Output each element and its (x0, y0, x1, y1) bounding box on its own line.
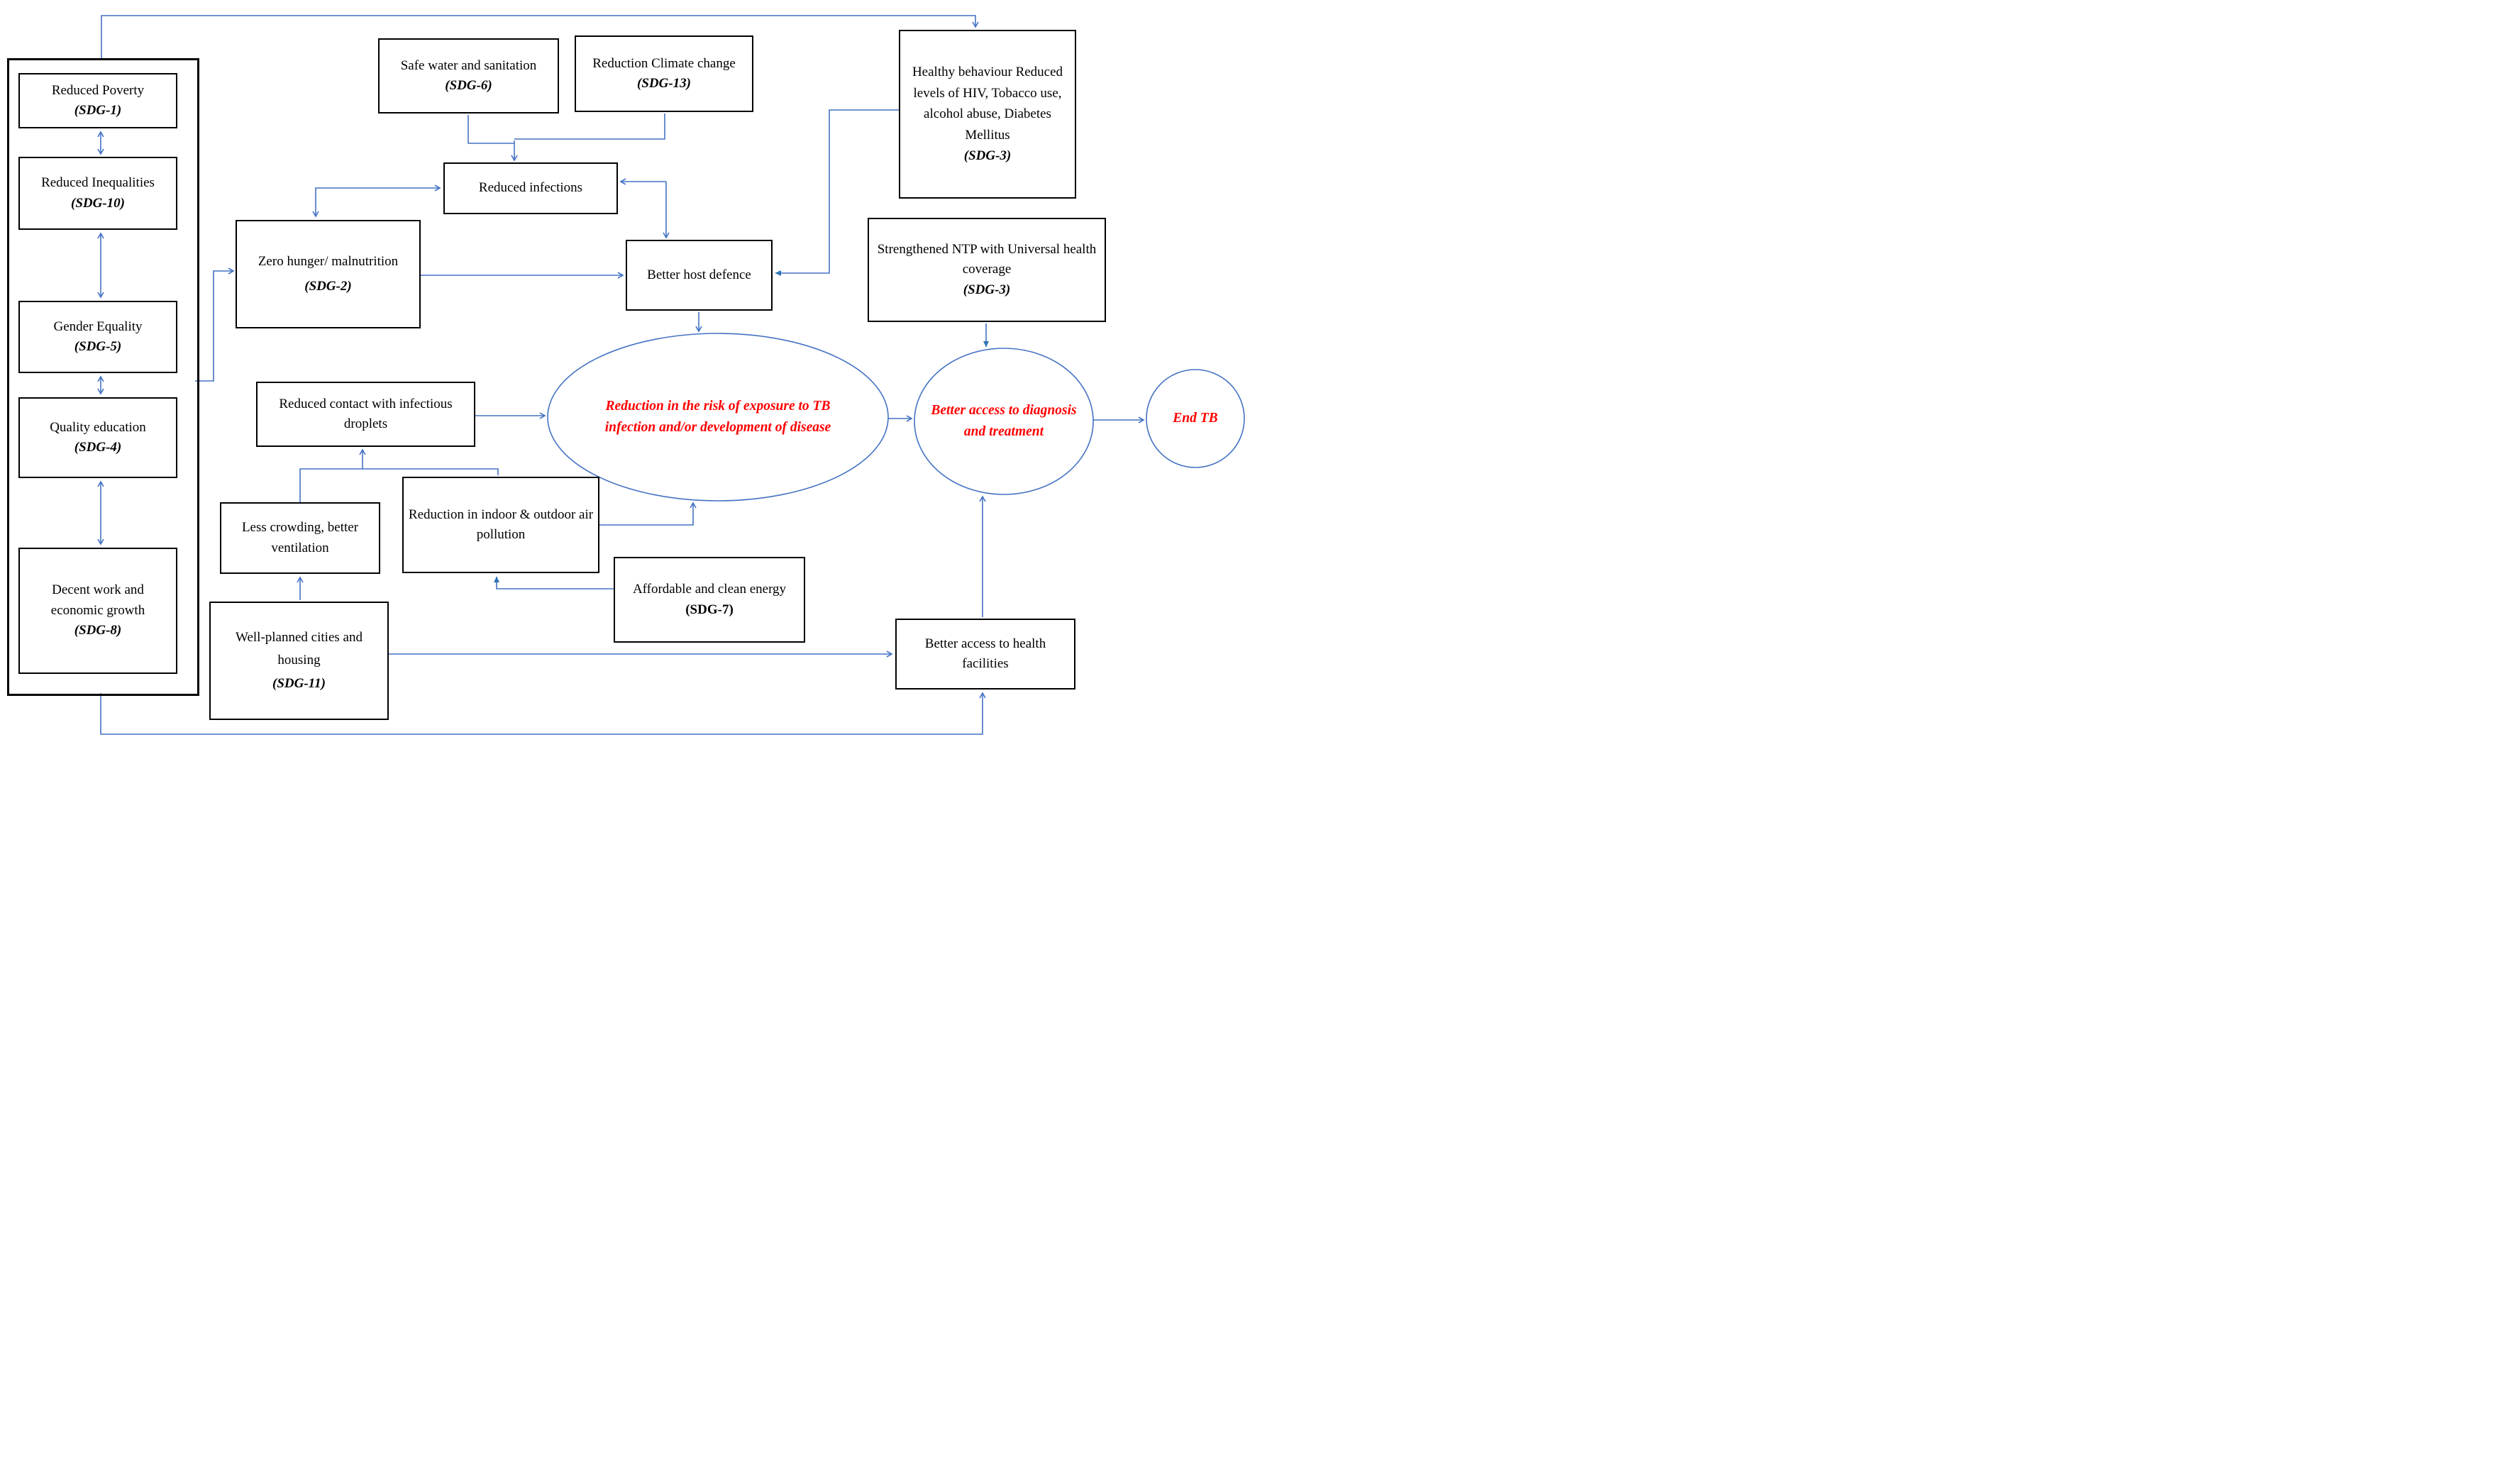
arrow-reductionair-to-risk (599, 503, 693, 526)
sdg-tag: (SDG-7) (685, 602, 734, 617)
left-sdg-group-container (7, 58, 199, 696)
line-lesscrowding-up (299, 468, 499, 502)
node-label: Affordable and clean energy (632, 582, 787, 597)
node-label: Reduction in indoor & outdoor air pollut… (408, 506, 594, 543)
sdg-tag: (SDG-3) (963, 282, 1011, 297)
node-label: Quality education (50, 419, 146, 435)
ellipse-risk-reduction-label: Reduction in the risk of exposure to TB … (583, 343, 853, 492)
node-label: Healthy behaviour Reduced levels of HIV,… (912, 65, 1063, 143)
sdg-tag: (SDG-2) (304, 278, 352, 294)
node-affordable-energy: Affordable and clean energy (SDG-7) (614, 557, 805, 643)
node-reduced-inequalities: Reduced Inequalities (SDG-10) (18, 157, 177, 230)
line-climate-merge (514, 113, 665, 140)
sdg-tag: (SDG-13) (637, 76, 691, 91)
connector-layer (0, 15, 1245, 735)
node-label: Reduction Climate change (592, 55, 736, 71)
node-label: Reduced Poverty (51, 82, 145, 98)
node-better-access-health-facilities: Better access to health facilities (895, 619, 1075, 690)
line-safewater-merge (468, 115, 514, 144)
node-label: Reduced infections (478, 180, 583, 196)
node-quality-education: Quality education (SDG-4) (18, 397, 177, 478)
node-label: Reduced Inequalities (41, 175, 155, 190)
node-label: End TB (1173, 410, 1218, 426)
node-decent-work: Decent work and economic growth (SDG-8) (18, 548, 177, 674)
node-gender-equality: Gender Equality (SDG-5) (18, 301, 177, 373)
node-label: Better host defence (647, 267, 751, 282)
risk-reduction-ellipse (547, 333, 889, 502)
arrow-leftcolumn-to-zerohunger (195, 271, 233, 382)
node-label: Well-planned cities and housing (236, 630, 363, 668)
ellipse-diagnosis-label: Better access to diagnosis and treatment (928, 368, 1080, 475)
arrow-zerohunger-reducedinfections (316, 188, 440, 216)
node-label: Zero hunger/ malnutrition (258, 254, 399, 270)
sdg-tag: (SDG-8) (74, 623, 122, 638)
end-tb-label: End TB (1153, 403, 1238, 434)
node-label: Reduced contact with infectious droplets (279, 396, 453, 432)
node-reduced-contact: Reduced contact with infectious droplets (256, 382, 475, 447)
node-label: Gender Equality (53, 319, 143, 334)
node-zero-hunger: Zero hunger/ malnutrition (SDG-2) (236, 220, 421, 328)
arrow-leftcolumn-bottom-to-healthfacilities (100, 693, 983, 735)
node-label: Safe water and sanitation (400, 57, 537, 73)
sdg-tag: (SDG-10) (71, 195, 125, 211)
sdg-tag: (SDG-5) (74, 339, 122, 354)
diagnosis-treatment-ellipse (914, 348, 1094, 495)
sdg-tag: (SDG-6) (445, 78, 492, 93)
node-less-crowding: Less crowding, better ventilation (220, 502, 380, 574)
node-climate-change: Reduction Climate change (SDG-13) (575, 35, 753, 112)
node-better-host-defence: Better host defence (626, 240, 773, 311)
node-label: Decent work and economic growth (50, 582, 145, 618)
node-label: Better access to diagnosis and treatment (931, 402, 1077, 439)
sdg-tag: (SDG-11) (272, 675, 326, 691)
node-reduction-air-pollution: Reduction in indoor & outdoor air pollut… (402, 477, 599, 573)
sdg-tag: (SDG-3) (963, 148, 1012, 164)
node-label: Better access to health facilities (924, 636, 1046, 672)
node-safe-water: Safe water and sanitation (SDG-6) (378, 38, 559, 113)
node-label: Strengthened NTP with Universal health c… (877, 241, 1097, 277)
node-healthy-behaviour: Healthy behaviour Reduced levels of HIV,… (899, 30, 1076, 199)
diagram-canvas: Reduced Poverty (SDG-1) Reduced Inequali… (0, 0, 1258, 742)
node-label: Reduction in the risk of exposure to TB … (604, 398, 831, 435)
arrow-energy-to-reductionair (494, 576, 614, 589)
sdg-tag: (SDG-4) (74, 440, 122, 455)
end-tb-circle (1146, 369, 1245, 468)
node-label: Less crowding, better ventilation (241, 520, 359, 555)
sdg-tag: (SDG-1) (74, 103, 122, 118)
node-reduced-poverty: Reduced Poverty (SDG-1) (18, 73, 177, 128)
node-strengthened-ntp: Strengthened NTP with Universal health c… (868, 218, 1106, 322)
node-well-planned-cities: Well-planned cities and housing (SDG-11) (209, 602, 389, 720)
node-reduced-infections: Reduced infections (443, 162, 618, 214)
arrow-healthy-to-betterhost (775, 109, 899, 276)
arrow-leftcolumn-to-healthy-behaviour (101, 15, 975, 58)
